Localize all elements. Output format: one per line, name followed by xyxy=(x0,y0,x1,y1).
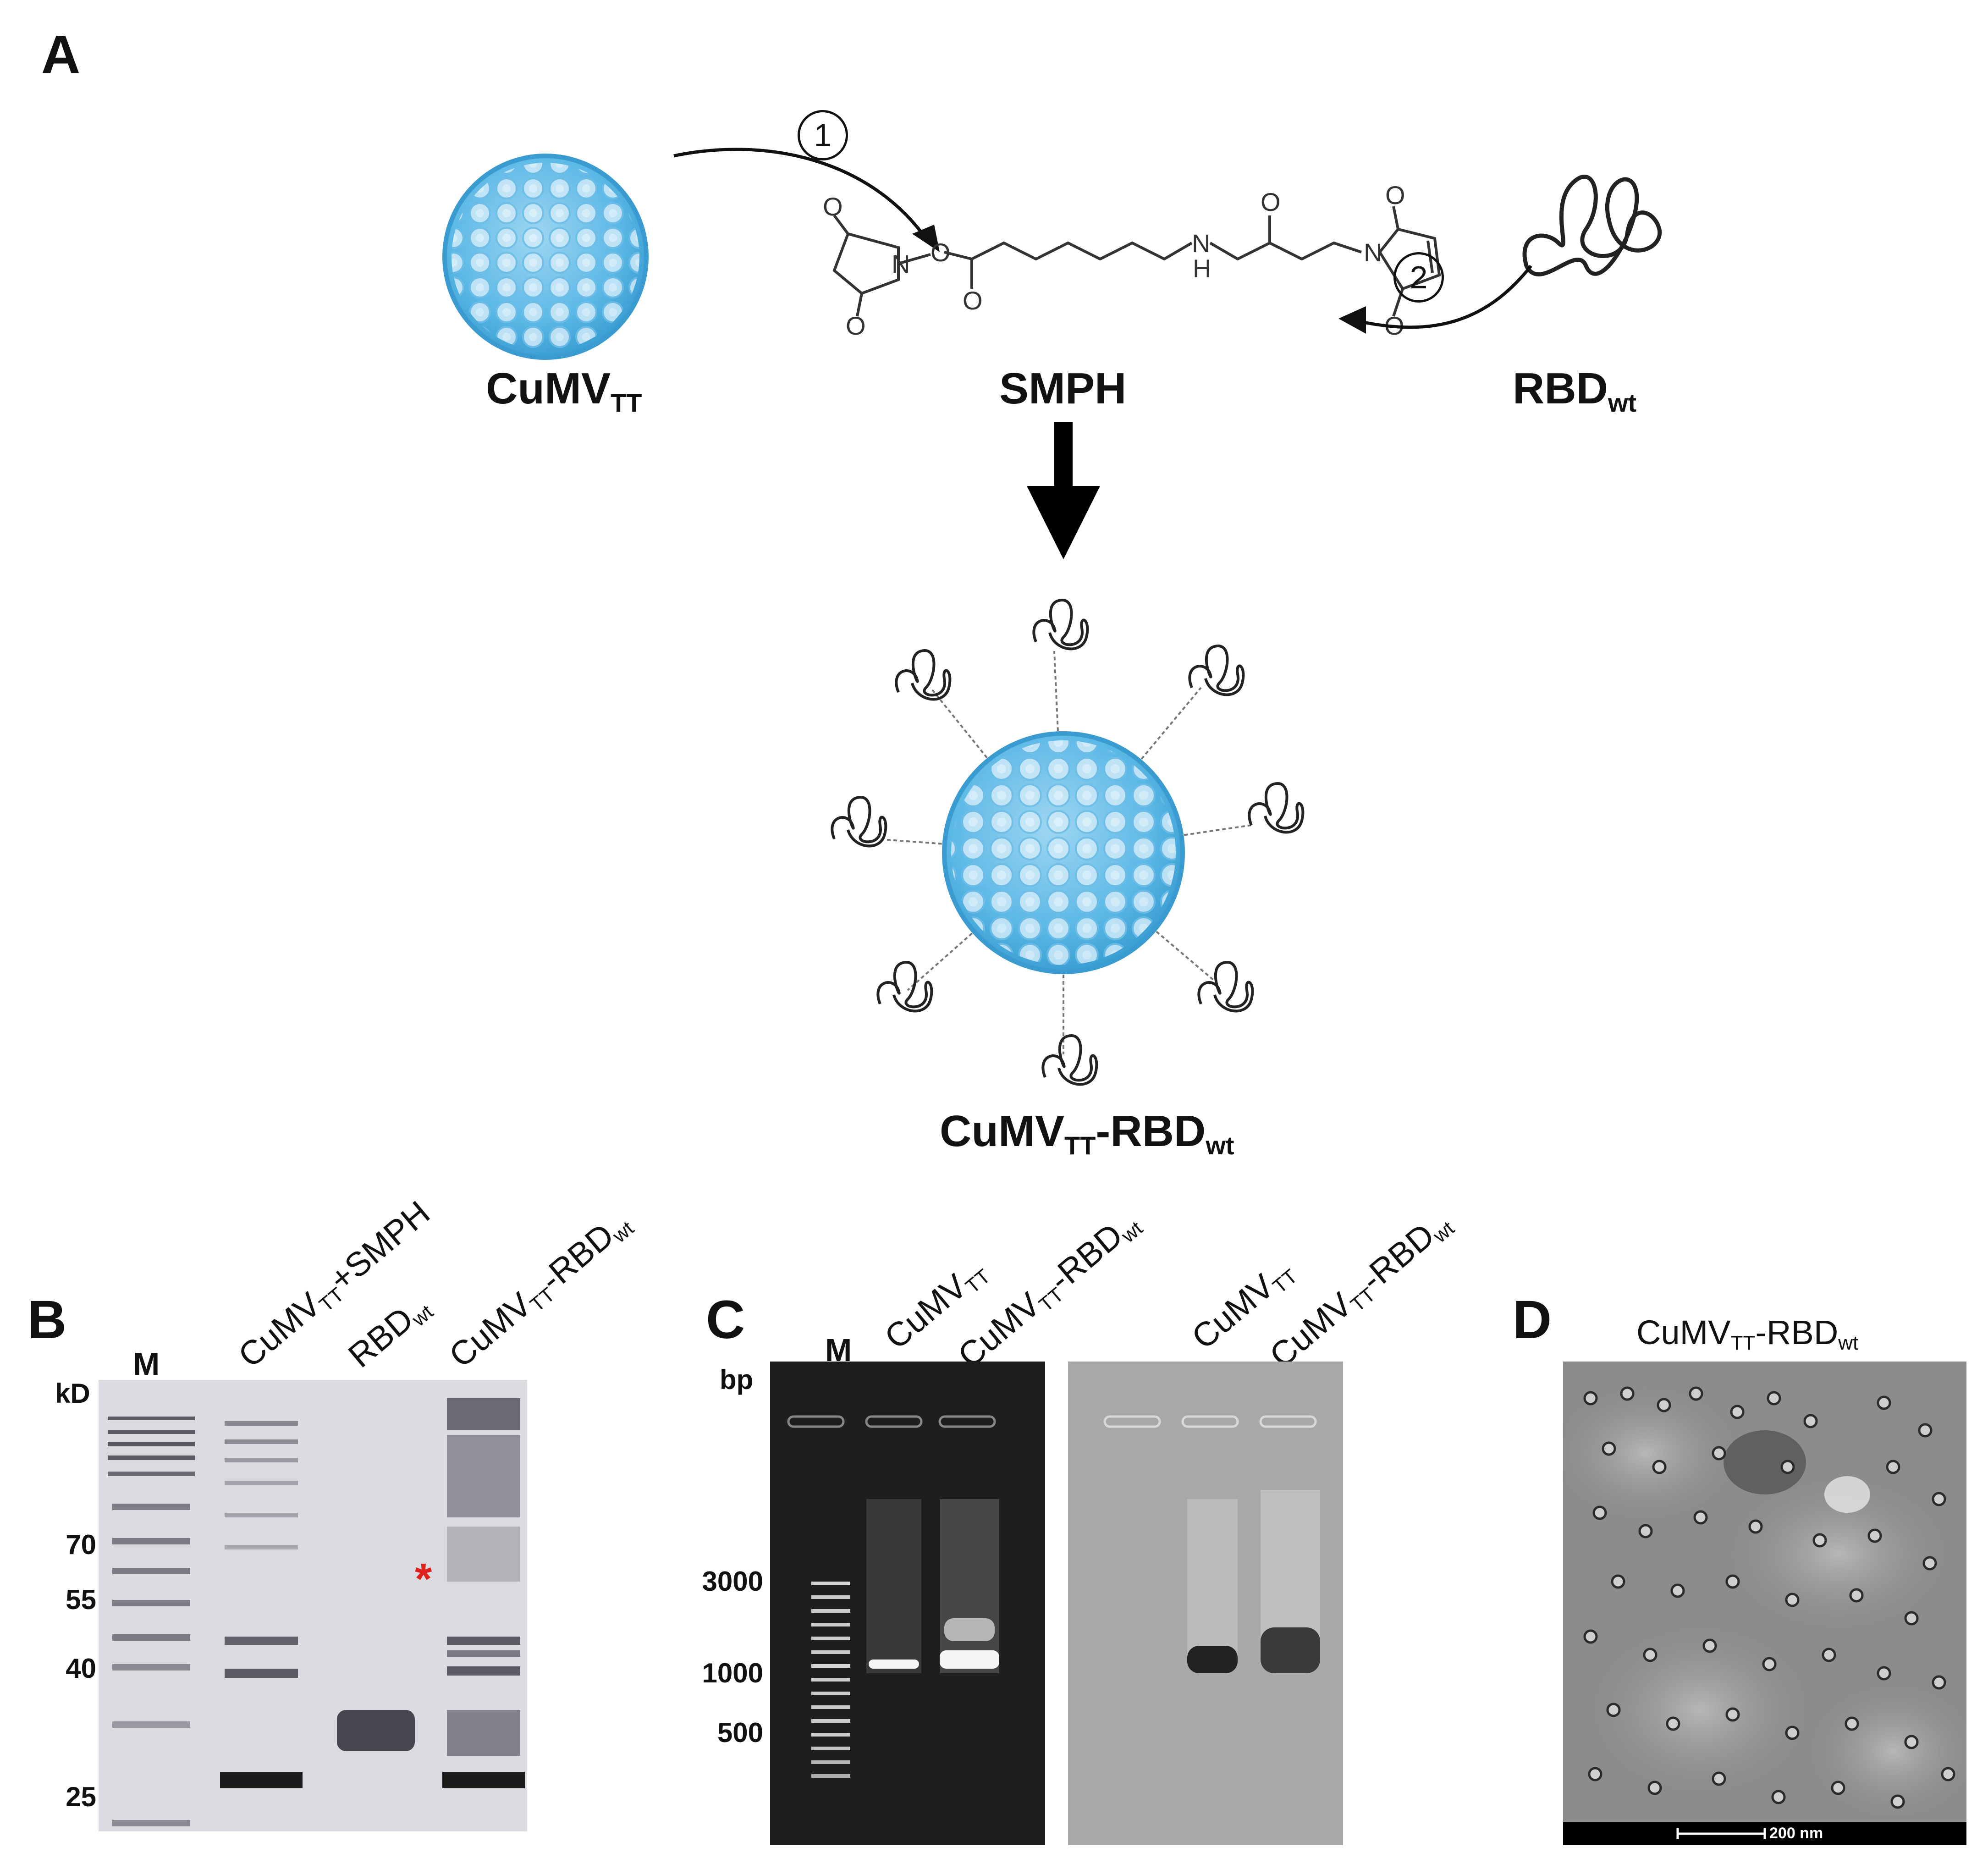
gel-b-lane-1-label: CuMVTT+SMPH xyxy=(231,1193,437,1375)
panel-a-letter: A xyxy=(41,24,81,85)
gel-c-axis-unit: bp xyxy=(720,1364,754,1395)
gel-b-tick-70: 70 xyxy=(66,1529,96,1560)
vlp-label: CuMVTT xyxy=(486,364,642,417)
tem-micrograph: 200 nm xyxy=(1563,1362,1966,1845)
vlp-particle-icon xyxy=(442,154,649,360)
gel-b-axis-unit: kD xyxy=(55,1378,90,1409)
gel-c-tick-1000: 1000 xyxy=(702,1658,763,1688)
panel-b-letter: B xyxy=(28,1290,67,1350)
gel-b-tick-40: 40 xyxy=(66,1653,96,1684)
atom-n-2: N xyxy=(1192,229,1210,258)
agarose-gel-ethidium xyxy=(770,1362,1045,1845)
atom-o-5: O xyxy=(1261,187,1281,216)
gel-b-tick-55: 55 xyxy=(66,1584,96,1615)
atom-n-3: N xyxy=(1364,238,1382,267)
gel-b-tick-25: 25 xyxy=(66,1781,96,1812)
gel-c-tick-3000: 3000 xyxy=(702,1566,763,1597)
rbd-label: RBDwt xyxy=(1513,364,1637,417)
atom-o-4: O xyxy=(963,286,983,315)
gel-b-lane-3-label: CuMVTT-RBDwt xyxy=(442,1216,639,1375)
gel-b-asterisk: * xyxy=(415,1555,432,1604)
gel-c-tick-500: 500 xyxy=(717,1717,763,1748)
gel-b-marker-label: M xyxy=(133,1346,160,1382)
rbd-squiggle-icon xyxy=(1522,175,1662,276)
step-2-badge: 2 xyxy=(1393,252,1444,303)
agarose-gel-coomassie xyxy=(1068,1362,1343,1845)
gel-c-marker-label: M xyxy=(825,1332,852,1368)
conjugate-label: CuMVTT-RBDwt xyxy=(940,1107,1234,1160)
sds-page-gel xyxy=(99,1380,527,1831)
panel-d-letter: D xyxy=(1513,1290,1552,1350)
atom-h: H xyxy=(1193,254,1211,283)
tem-title: CuMVTT-RBDwt xyxy=(1636,1313,1859,1354)
panel-c-letter: C xyxy=(706,1290,745,1350)
atom-o-2: O xyxy=(846,311,866,340)
gel-c-right-lane-2-label: CuMVTT-RBDwt xyxy=(1262,1216,1459,1375)
step-1-badge: 1 xyxy=(798,110,848,160)
scale-bar-label: 200 nm xyxy=(1769,1825,1823,1842)
atom-n-1: N xyxy=(892,249,910,278)
step-1-arrow xyxy=(673,148,940,252)
conjugate-particle-icon xyxy=(788,596,1338,1100)
atom-o-3: O xyxy=(931,238,951,267)
atom-o-1: O xyxy=(823,192,843,221)
down-arrow-icon xyxy=(1027,422,1100,559)
atom-o-6: O xyxy=(1385,181,1405,210)
smph-structure: O O N O O N H O O N O xyxy=(823,181,1441,340)
gel-b-lane-2-label: RBDwt xyxy=(341,1299,438,1375)
step-2-arrow xyxy=(1338,265,1532,334)
linker-label: SMPH xyxy=(999,364,1127,413)
